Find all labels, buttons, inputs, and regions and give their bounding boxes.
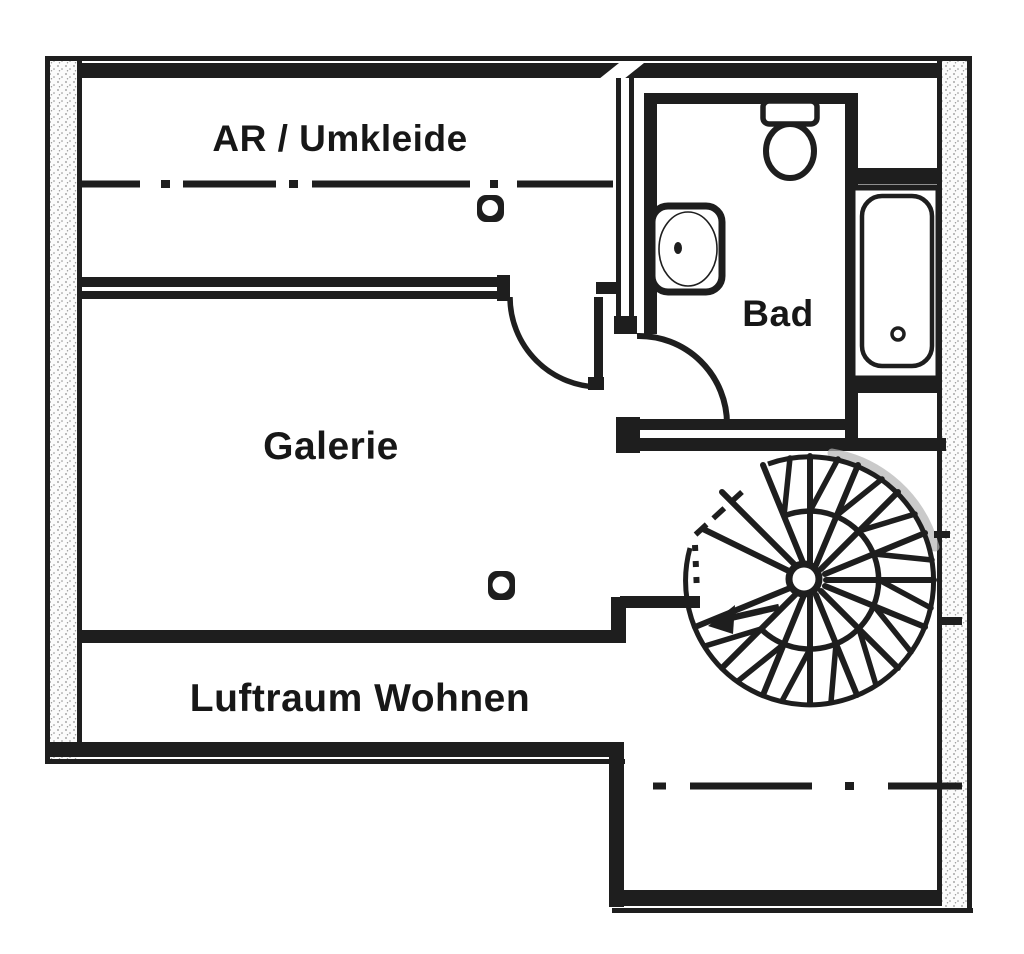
wall-stipple-right xyxy=(942,61,967,908)
room-label-ar-umkleide: AR / Umkleide xyxy=(212,118,468,159)
wall-break xyxy=(599,63,644,79)
door-swing-symbol xyxy=(636,332,730,425)
stair-direction-arrow xyxy=(708,603,780,634)
wall-segment xyxy=(937,61,942,892)
wall-segment xyxy=(616,438,946,451)
stair-wall-tick xyxy=(934,531,950,538)
arrow-shaft xyxy=(725,603,780,623)
wall-segment xyxy=(78,277,506,287)
stair-wall-tick xyxy=(938,617,962,625)
wall-segment xyxy=(611,597,626,643)
wall-segment xyxy=(637,419,858,430)
column-core xyxy=(492,576,510,594)
stair-cut-dotted-line xyxy=(692,544,700,593)
wall-ar-galerie xyxy=(78,275,618,390)
sink-body xyxy=(648,202,726,296)
wall-segment xyxy=(854,168,940,184)
outer-walls xyxy=(45,56,973,913)
room-ar-umkleide xyxy=(82,180,613,222)
bathtub-symbol xyxy=(849,184,942,382)
sink-symbol xyxy=(648,202,726,296)
column-core xyxy=(482,200,498,216)
wall-segment xyxy=(45,759,625,764)
room-label-luftraum-wohnen: Luftraum Wohnen xyxy=(189,677,531,720)
wall-segment xyxy=(612,908,973,913)
wall-corner-post xyxy=(616,417,640,453)
toilet-symbol xyxy=(760,98,820,181)
wall-segment xyxy=(45,742,623,757)
galerie-walls xyxy=(78,571,700,643)
spiral-staircase-symbol xyxy=(683,448,962,708)
stair-cut-dashed-line xyxy=(692,489,744,539)
wall-segment xyxy=(77,61,82,746)
door-jamb xyxy=(596,282,618,294)
wall-segment xyxy=(45,56,972,61)
toilet-tank xyxy=(760,98,820,127)
wall-segment xyxy=(629,78,634,320)
stair-middle-ring xyxy=(759,508,882,652)
arrow-head xyxy=(708,605,735,634)
wall-segment xyxy=(644,93,858,104)
toilet-bowl xyxy=(763,121,817,181)
stair-center-post xyxy=(785,560,823,598)
wall-segment xyxy=(845,378,940,393)
stair-shading xyxy=(827,448,940,552)
bathtub-basin xyxy=(859,193,935,369)
stair-step-edges xyxy=(702,455,935,705)
wall-segment xyxy=(78,630,618,643)
wall-stipple-left xyxy=(50,61,77,760)
sink-basin xyxy=(658,211,718,287)
wall-block xyxy=(614,316,637,334)
wall-segment xyxy=(620,596,700,608)
wall-segment xyxy=(45,63,968,78)
bathtub-niche xyxy=(845,168,942,393)
door-leaf xyxy=(594,297,603,385)
wall-segment xyxy=(78,291,506,299)
wall-segment xyxy=(609,890,948,906)
room-label-galerie: Galerie xyxy=(263,425,399,468)
bathtub-drain xyxy=(890,326,906,342)
wall-segment xyxy=(967,56,972,913)
door-swing-symbol xyxy=(507,296,601,390)
wall-segment xyxy=(609,742,624,907)
wall-segment xyxy=(45,56,50,764)
sink-drain xyxy=(674,242,682,254)
room-label-bad: Bad xyxy=(742,293,814,334)
wall-end-post xyxy=(497,275,510,301)
wall-segment xyxy=(616,78,621,320)
